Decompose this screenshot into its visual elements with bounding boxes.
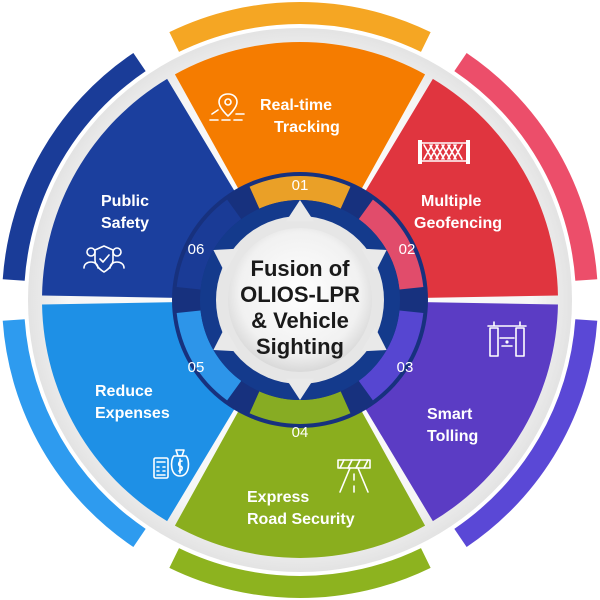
center-hub [228, 228, 372, 372]
gear-tooth-6 [213, 248, 239, 273]
segment-5-number: 05 [188, 359, 205, 376]
segment-3-label-line-2: Tolling [427, 428, 478, 445]
segment-1-label-line-2: Tracking [274, 119, 340, 136]
segment-3-label-line-1: Smart [427, 406, 473, 423]
number-band-5 [176, 310, 242, 401]
money-calculator-icon [153, 449, 190, 479]
outer-arc-2 [454, 52, 598, 281]
segment-icons [83, 93, 527, 493]
outer-arc-1 [169, 2, 431, 52]
road-barrier-icon [337, 459, 371, 493]
segment-4-label-line-1: Express [247, 489, 309, 506]
number-band-6 [176, 199, 242, 290]
segment-2-number: 02 [399, 241, 416, 258]
segment-4-number: 04 [292, 424, 309, 441]
gear-tooth-3 [361, 327, 387, 352]
outer-arc-3 [454, 319, 598, 548]
segment-5-label: Reduce Expenses [95, 383, 170, 422]
outer-arc-5 [2, 319, 146, 548]
segment-6-label: Public Safety [101, 193, 149, 232]
outer-arc-4 [169, 548, 431, 599]
center-title-line-2: OLIOS-LPR [240, 282, 360, 307]
segment-6-number: 06 [188, 241, 205, 258]
center-title-line-4: Sighting [256, 334, 344, 359]
number-band-1 [249, 176, 351, 209]
segment-6-label-line-1: Public [101, 193, 149, 210]
segment-1-petal [174, 42, 426, 204]
number-band-4 [249, 391, 351, 424]
segment-1-label: Real-time Tracking [260, 97, 340, 136]
gear-tooth-5 [213, 327, 239, 352]
gear-tooth-2 [361, 248, 387, 273]
segment-3-number: 03 [397, 359, 414, 376]
segment-2-label-line-1: Multiple [421, 193, 482, 210]
segment-labels: Real-time Tracking Multiple Geofencing S… [95, 97, 502, 528]
segment-4-label-line-2: Road Security [247, 511, 355, 528]
number-band-3 [358, 310, 424, 401]
outer-arc-6 [2, 52, 146, 281]
number-band-2 [358, 199, 424, 290]
segment-6-label-line-2: Safety [101, 215, 149, 232]
segment-4-label: Express Road Security [247, 489, 355, 528]
segment-2-label-line-2: Geofencing [414, 215, 502, 232]
segment-1-label-line-1: Real-time [260, 97, 332, 114]
segment-5-label-line-1: Reduce [95, 383, 153, 400]
location-pin-route-icon [209, 93, 245, 121]
center-title-line-1: Fusion of [251, 256, 351, 281]
segment-numbers: 01 02 03 04 05 06 [188, 177, 416, 441]
segment-3-label: Smart Tolling [427, 406, 478, 445]
segment-1-number: 01 [292, 177, 309, 194]
center-title: Fusion of OLIOS-LPR & Vehicle Sighting [240, 256, 360, 359]
toll-gate-icon [487, 321, 527, 357]
segment-2-label: Multiple Geofencing [414, 193, 502, 232]
fence-icon [418, 140, 470, 164]
segment-5-label-line-2: Expenses [95, 405, 170, 422]
center-title-line-3: & Vehicle [251, 308, 349, 333]
shield-people-icon [83, 245, 125, 273]
segment-4-petal [174, 396, 426, 558]
gear-tooth-1 [286, 200, 314, 222]
gear-tooth-4 [286, 378, 314, 400]
